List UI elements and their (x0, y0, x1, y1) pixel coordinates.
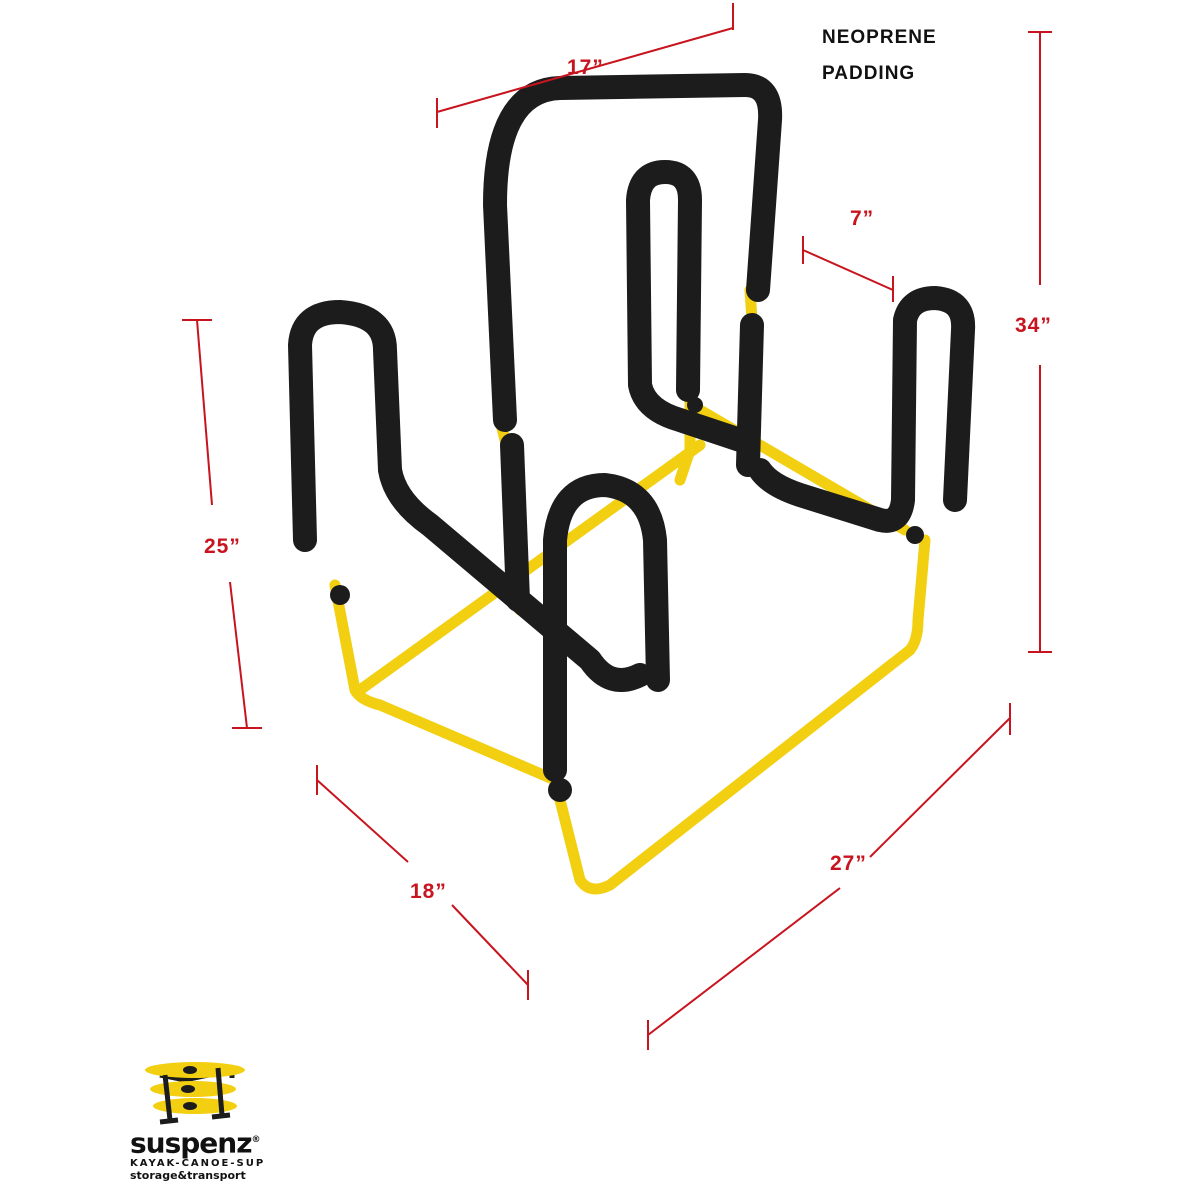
frame-front-base (554, 534, 931, 895)
dimension-arm-height: 25” (204, 535, 241, 558)
logo-subtagline: storage&transport (130, 1169, 246, 1183)
right-u-rack (748, 286, 976, 533)
logo-name: suspenz (130, 1126, 253, 1160)
dimension-top-width: 17” (567, 56, 604, 79)
back-u-rack (626, 160, 752, 452)
center-tall-upright (483, 73, 783, 432)
dim-line-27 (647, 703, 1011, 1050)
neoprene-padding-label: NEOPRENE PADDING (822, 20, 937, 92)
dim-line-17 (436, 3, 734, 128)
dim-line-18 (316, 765, 529, 1000)
dimension-upright-spacing: 7” (850, 207, 875, 230)
logo-tagline: KAYAK-CANOE-SUP (130, 1158, 266, 1170)
center-upright-lower (500, 433, 530, 612)
dimension-lines (182, 3, 1052, 1050)
front-u-rack (543, 473, 670, 782)
dim-line-34 (1028, 31, 1052, 653)
neoprene-padding (288, 73, 976, 782)
suspenz-logo-mark (145, 1062, 245, 1125)
dimension-length: 27” (830, 852, 867, 875)
logo-registered: ® (251, 1135, 261, 1145)
suspenz-logo: suspenz® KAYAK-CANOE-SUP storage&transpo… (130, 1125, 265, 1182)
dimension-depth: 18” (410, 880, 447, 903)
note-line-2: PADDING (822, 63, 916, 84)
connector-joints (330, 397, 924, 802)
frame-cross-bar (354, 439, 706, 696)
dim-line-7 (802, 236, 894, 302)
left-u-rack (288, 300, 652, 692)
note-line-1: NEOPRENE (822, 27, 937, 48)
dim-line-25 (182, 319, 262, 729)
dimension-total-height: 34” (1015, 314, 1052, 337)
